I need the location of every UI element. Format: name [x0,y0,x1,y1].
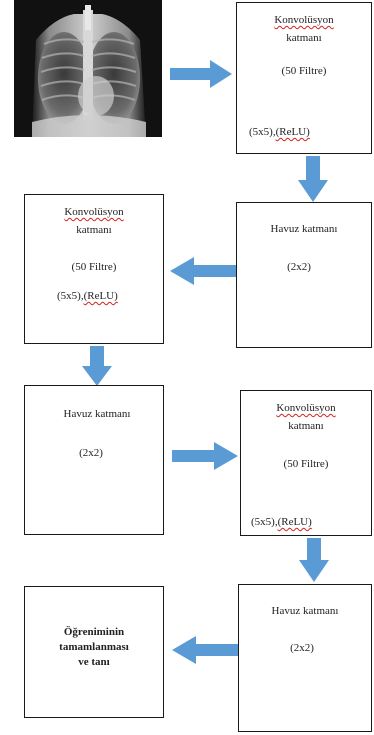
chest-xray-image [14,0,162,137]
output-line-1: Öğreniminin [63,626,125,638]
convolution-layer-1: Konvolüsyon katmanı (50 Filtre) (5x5),(R… [236,2,372,154]
conv1-filters: (50 Filtre) [281,65,327,77]
conv3-title: Konvolüsyon [276,402,336,414]
conv1-title: Konvolüsyon [274,14,334,26]
arrow-down-1 [298,156,328,202]
arrow-right-2 [172,442,238,470]
output-line-3: ve tanı [78,656,110,668]
conv2-filters: (50 Filtre) [71,261,117,273]
arrow-left-2 [172,636,238,664]
output-diagnosis: Öğreniminin tamamlanması ve tanı [24,586,164,718]
conv2-activation: (ReLU) [83,290,118,302]
conv2-kernel: (5x5), [57,290,84,302]
conv3-subtitle: katmanı [288,420,324,432]
conv1-subtitle: katmanı [286,32,322,44]
conv1-kernel: (5x5), [249,126,276,138]
pool3-size: (2x2) [290,642,314,654]
pooling-layer-1: Havuz katmanı (2x2) [236,202,372,348]
conv3-filters: (50 Filtre) [283,458,329,470]
conv2-subtitle: katmanı [76,224,112,236]
arrow-right-1 [170,60,232,88]
convolution-layer-3: Konvolüsyon katmanı (50 Filtre) (5x5),(R… [240,390,372,536]
conv2-title: Konvolüsyon [64,206,124,218]
pool1-title: Havuz katmanı [270,223,338,235]
pooling-layer-3: Havuz katmanı (2x2) [238,584,372,732]
pool1-size: (2x2) [287,261,311,273]
arrow-down-2 [82,346,112,386]
pool2-size: (2x2) [79,447,103,459]
conv3-activation: (ReLU) [277,516,312,528]
pool3-title: Havuz katmanı [271,605,339,617]
arrow-down-3 [299,538,329,582]
arrow-left-1 [170,257,236,285]
conv3-kernel: (5x5), [251,516,278,528]
conv1-activation: (ReLU) [275,126,310,138]
pooling-layer-2: Havuz katmanı (2x2) [24,385,164,535]
convolution-layer-2: Konvolüsyon katmanı (50 Filtre) (5x5),(R… [24,194,164,344]
pool2-title: Havuz katmanı [63,408,131,420]
output-line-2: tamamlanması [59,641,129,653]
